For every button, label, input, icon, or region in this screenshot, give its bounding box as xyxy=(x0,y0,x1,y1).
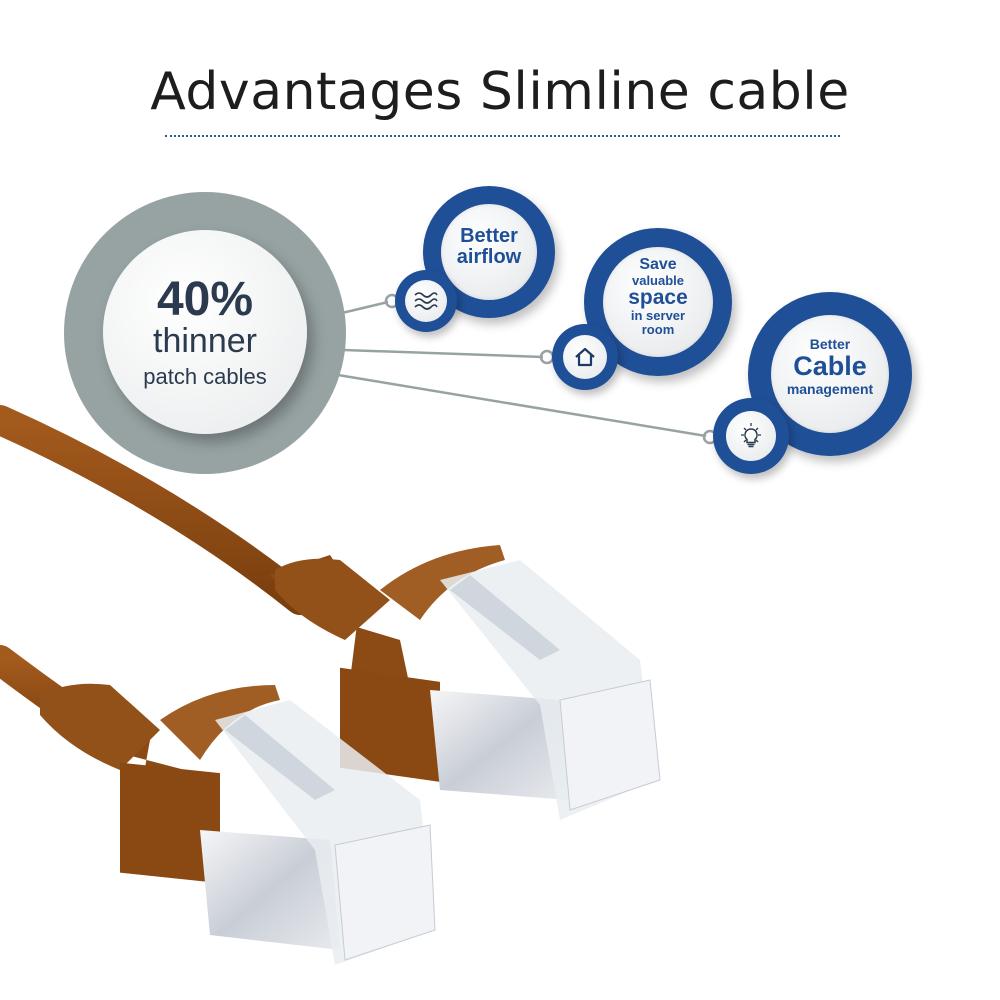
cable-mgmt-line2: Cable xyxy=(793,350,867,381)
house-icon xyxy=(563,335,607,379)
main-claim-percentage: 40% xyxy=(156,273,254,326)
cable-mgmt-line1: Better xyxy=(809,336,851,352)
advantage-space-text: Save valuable space in server room xyxy=(603,247,713,357)
connector-upper xyxy=(270,545,661,820)
space-line2: valuable xyxy=(631,272,685,288)
airflow-line1: Better xyxy=(460,225,518,247)
space-line3: space xyxy=(628,286,688,310)
main-claim-badge: 40% thinner patch cables xyxy=(103,230,307,434)
connector-lower xyxy=(40,683,436,965)
title-dotted-rule xyxy=(165,135,840,137)
lightbulb-icon xyxy=(726,411,776,461)
space-line4: in server xyxy=(630,308,686,324)
main-claim-line2: thinner xyxy=(153,322,257,360)
cable-mgmt-line3: management xyxy=(786,381,874,398)
airflow-line2: airflow xyxy=(456,246,522,268)
advantage-cable-mgmt-text: Better Cable management xyxy=(771,315,889,433)
space-line5: room xyxy=(641,322,675,338)
page-title: Advantages Slimline cable xyxy=(150,62,850,122)
advantage-airflow-text: Better airflow xyxy=(441,204,537,300)
main-claim-line3: patch cables xyxy=(143,364,267,389)
airflow-waves-icon xyxy=(405,280,447,322)
space-line1: Save xyxy=(639,256,677,273)
